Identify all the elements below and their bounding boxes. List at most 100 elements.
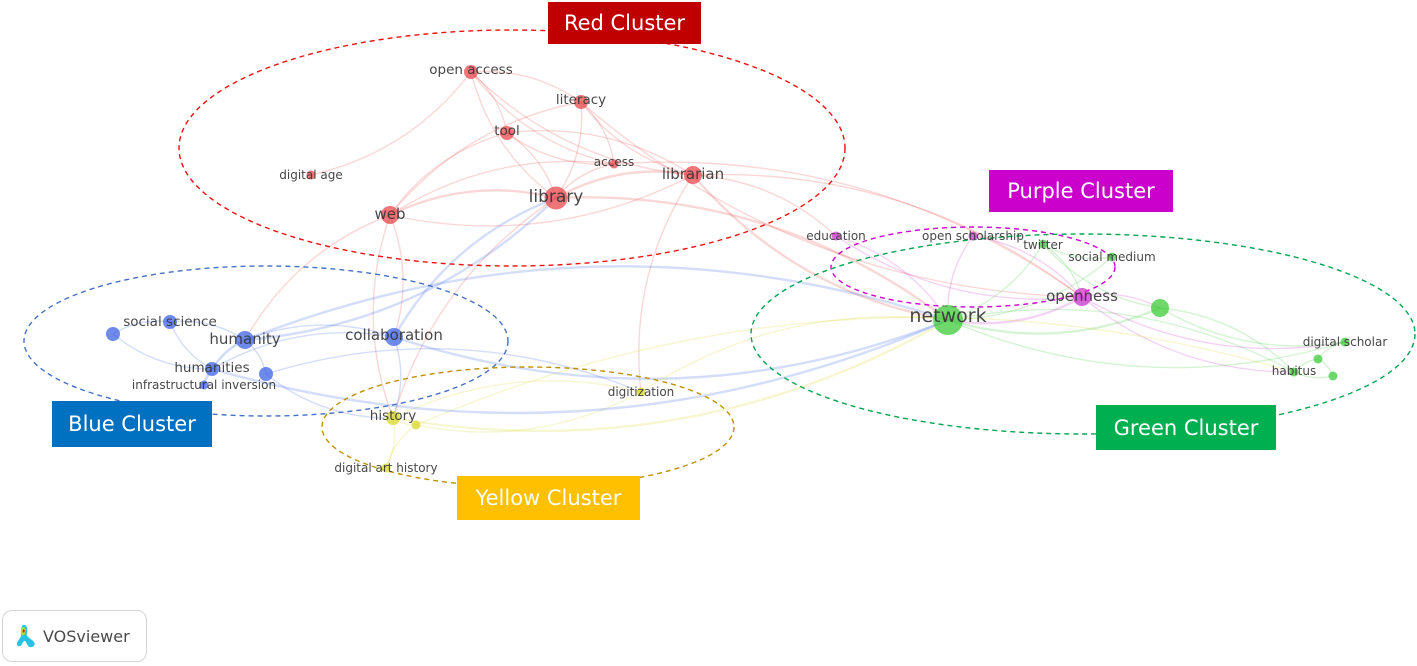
- nodes-layer: [106, 65, 1350, 473]
- link-literacy-web: [389, 101, 582, 216]
- node-label-tool[interactable]: tool: [494, 123, 520, 139]
- node-green-unlabeled[interactable]: [1151, 299, 1169, 317]
- node-label-digital-art-history[interactable]: digital art history: [334, 461, 437, 475]
- node-digitization[interactable]: [636, 387, 646, 397]
- vosviewer-brand-badge[interactable]: VOSviewer: [2, 610, 147, 662]
- link-twitter-social-medium: [1042, 243, 1113, 260]
- node-blue-small[interactable]: [259, 367, 273, 381]
- link-blue-small-digitization: [265, 347, 642, 393]
- node-label-open-scholarship[interactable]: open scholarship: [922, 229, 1024, 243]
- node-education[interactable]: [831, 231, 841, 241]
- link-humanities-collaboration: [211, 332, 395, 370]
- link-yellow-small-digitization: [415, 391, 642, 433]
- node-label-digital-scholar[interactable]: digital scholar: [1303, 335, 1388, 349]
- cluster-outline-purple: [830, 226, 1116, 308]
- link-education-openness: [835, 235, 1083, 300]
- node-humanity[interactable]: [236, 331, 254, 349]
- node-blue-unlabeled[interactable]: [106, 327, 120, 341]
- link-library-web: [389, 189, 557, 217]
- node-digital-scholar[interactable]: [1340, 337, 1350, 347]
- cluster-tag-label: Yellow Cluster: [475, 486, 622, 510]
- node-label-social-medium[interactable]: social medium: [1068, 250, 1155, 264]
- link-history-network: [392, 318, 949, 433]
- link-access-openness: [613, 161, 1083, 298]
- link-humanities-network: [211, 318, 949, 415]
- cluster-outlines: [23, 29, 1416, 488]
- node-label-humanity[interactable]: humanity: [209, 330, 280, 348]
- node-label-history[interactable]: history: [370, 408, 416, 424]
- link-yellow-small-digital-art-history: [385, 424, 417, 469]
- node-yellow-small[interactable]: [411, 420, 421, 430]
- node-collaboration[interactable]: [385, 328, 403, 346]
- link-web-librarian: [389, 174, 694, 227]
- link-green-unlabeled-digital-scholar: [1159, 307, 1346, 347]
- cluster-tag-yellow: Yellow Cluster: [457, 476, 640, 520]
- node-digital-art-history[interactable]: [381, 463, 391, 473]
- node-label-habitus[interactable]: habitus: [1272, 364, 1316, 378]
- link-open-access-librarian: [470, 71, 694, 176]
- links-layer: [112, 70, 1346, 469]
- link-network-habitus: [947, 308, 1295, 373]
- node-web[interactable]: [381, 206, 399, 224]
- node-open-access[interactable]: [464, 65, 478, 79]
- node-network[interactable]: [933, 305, 963, 335]
- cluster-tag-label: Red Cluster: [563, 11, 686, 35]
- link-open-access-library: [470, 71, 557, 199]
- node-literacy[interactable]: [574, 95, 588, 109]
- node-label-literacy[interactable]: literacy: [556, 92, 606, 108]
- node-label-access[interactable]: access: [594, 155, 634, 169]
- link-literacy-openness: [580, 101, 1083, 298]
- node-habitus[interactable]: [1289, 367, 1299, 377]
- link-tool-web: [389, 132, 508, 216]
- node-label-web[interactable]: web: [374, 205, 405, 223]
- cluster-outline-green: [750, 233, 1416, 435]
- node-green-small[interactable]: [1313, 354, 1323, 364]
- node-label-network[interactable]: network: [909, 305, 986, 327]
- link-open-access-digital-age: [310, 71, 472, 176]
- link-humanity-network: [244, 265, 949, 342]
- node-label-education[interactable]: education: [806, 229, 866, 243]
- link-open-access-literacy: [470, 70, 582, 103]
- node-label-librarian[interactable]: librarian: [662, 165, 724, 183]
- link-openness-network: [947, 295, 1083, 325]
- node-social-science[interactable]: [163, 315, 177, 329]
- node-label-open-access[interactable]: open access: [429, 62, 512, 78]
- node-label-library[interactable]: library: [529, 187, 584, 207]
- link-librarian-education: [692, 174, 837, 237]
- node-history[interactable]: [386, 411, 400, 425]
- node-label-humanities[interactable]: humanities: [174, 360, 249, 376]
- node-label-social-science[interactable]: social science: [123, 314, 217, 330]
- link-digitization-network: [640, 315, 949, 393]
- node-digital-age[interactable]: [306, 170, 316, 180]
- node-label-collaboration[interactable]: collaboration: [345, 326, 443, 344]
- node-social-medium[interactable]: [1107, 252, 1117, 262]
- link-web-history: [372, 214, 394, 419]
- node-open-scholarship[interactable]: [968, 231, 978, 241]
- node-label-twitter[interactable]: twitter: [1023, 238, 1063, 252]
- node-library[interactable]: [544, 186, 568, 210]
- link-librarian-network: [692, 174, 949, 322]
- link-blue-unlabeled-humanities: [112, 333, 213, 370]
- link-blue-small-history: [265, 373, 394, 419]
- node-label-digitization[interactable]: digitization: [608, 385, 675, 399]
- link-web-collaboration: [389, 214, 404, 338]
- cluster-tag-green: Green Cluster: [1096, 405, 1276, 450]
- node-label-digital-age[interactable]: digital age: [279, 168, 342, 182]
- node-openness[interactable]: [1073, 288, 1091, 306]
- link-tool-librarian: [506, 129, 694, 176]
- link-yellow-small-habitus: [415, 316, 1295, 426]
- node-access[interactable]: [609, 159, 619, 169]
- node-librarian[interactable]: [684, 166, 702, 184]
- node-humanities[interactable]: [205, 362, 219, 376]
- node-tool[interactable]: [500, 126, 514, 140]
- node-infrastructural-inversion[interactable]: [199, 380, 209, 390]
- node-green-small-2[interactable]: [1328, 371, 1338, 381]
- node-label-infrastructural-inversion[interactable]: infrastructural inversion: [132, 378, 276, 392]
- labels-layer: open access literacy tool access librarian di…: [123, 62, 1387, 475]
- link-librarian-openness: [692, 173, 1083, 298]
- cluster-tag-blue: Blue Cluster: [52, 401, 212, 447]
- node-twitter[interactable]: [1038, 239, 1048, 249]
- link-openness-digital-scholar: [1081, 296, 1346, 350]
- node-label-openness[interactable]: openness: [1046, 287, 1118, 305]
